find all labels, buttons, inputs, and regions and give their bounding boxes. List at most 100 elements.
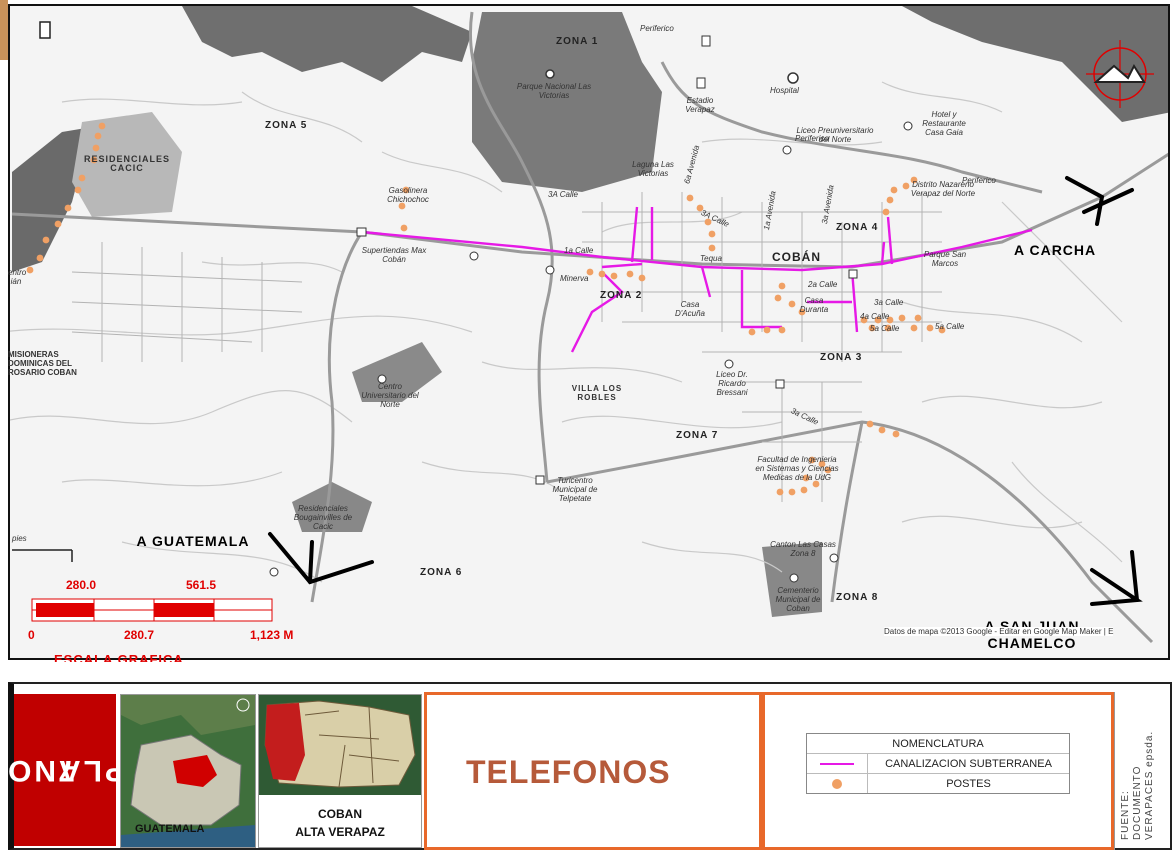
post-marker: [788, 300, 796, 308]
post-marker: [798, 308, 806, 316]
post-marker: [874, 316, 882, 324]
legend-label: POSTES: [946, 777, 991, 790]
city-label: COBÁN: [772, 250, 821, 264]
place-label: Hotel y Restaurante Casa Gaia: [922, 110, 966, 137]
post-marker: [42, 236, 50, 244]
post-marker: [26, 266, 34, 274]
post-marker: [94, 132, 102, 140]
post-marker: [802, 474, 810, 482]
scale-tick-label: 1,123 M: [250, 628, 294, 642]
place-label: MISIONERAS DOMINICAS DEL ROSARIO COBAN: [8, 350, 77, 377]
post-marker: [788, 488, 796, 496]
post-marker: [586, 268, 594, 276]
place-label: Gasolinera Chichochoc: [387, 186, 429, 204]
post-marker: [774, 294, 782, 302]
coban-label: COBAN: [318, 807, 362, 821]
street-label: 3A Calle: [548, 190, 578, 199]
north-arrow-icon: [1086, 40, 1154, 108]
plano-number: 7: [55, 754, 75, 787]
map-markers: [39, 21, 913, 583]
fuente-text: FUENTE: DOCUMENTO VERAPACES epsda.: [1120, 730, 1155, 840]
post-marker: [696, 204, 704, 212]
guatemala-thumb-label: GUATEMALA: [135, 823, 205, 835]
place-label: Periferico: [962, 176, 996, 185]
post-marker: [778, 282, 786, 290]
arrow-carcha-icon: [1065, 176, 1105, 226]
post-marker: [36, 254, 44, 262]
post-marker: [708, 244, 716, 252]
post-marker: [910, 324, 918, 332]
place-label: Minerva: [560, 274, 589, 283]
liceo-dr-marker-icon: [724, 359, 734, 369]
scale-tick-label: 280.0: [66, 578, 97, 592]
school-marker-icon: [775, 379, 785, 389]
fuente-cell: [1114, 692, 1169, 850]
map-attribution[interactable]: Datos de mapa ©2013 Google - Editar en G…: [884, 627, 1114, 636]
dark-area-hill: [352, 342, 442, 402]
zone-label: ZONA 2: [600, 290, 643, 301]
post-marker: [78, 174, 86, 182]
turicentro-marker-icon: [535, 475, 545, 485]
zone-label: ZONA 8: [836, 592, 879, 603]
zone-label: ZONA 5: [265, 120, 308, 131]
post-marker: [910, 176, 918, 184]
post-marker: [800, 486, 808, 494]
zona1-marker-icon: [701, 35, 711, 47]
map-control-icon[interactable]: [39, 21, 51, 39]
place-label: Tequa: [700, 254, 722, 263]
zone-label: ZONA 4: [836, 222, 879, 233]
place-label: Liceo Dr. Ricardo Bressani: [716, 370, 748, 397]
legend-cell: [762, 692, 1114, 850]
street-label: 4a Calle: [860, 312, 890, 321]
street-label: 5a Calle: [870, 324, 900, 333]
place-label: Hospital: [770, 86, 799, 95]
post-marker: [824, 466, 832, 474]
hospital-marker-icon: [787, 72, 799, 84]
street-label: 5a Calle: [935, 322, 965, 331]
canalizacion-subterranea: [361, 206, 1033, 353]
stadium-marker-icon: [696, 77, 706, 89]
post-marker: [902, 182, 910, 190]
centro-univ-marker-icon: [377, 374, 387, 384]
place-label: Centro Universitario del Norte: [361, 382, 419, 409]
post-marker: [914, 314, 922, 322]
zone-label: ZONA 1: [556, 36, 599, 47]
post-marker: [890, 186, 898, 194]
alta-verapaz-map-icon: [259, 695, 421, 795]
plano-badge: PLANO 7: [5, 694, 125, 846]
post-marker: [92, 144, 100, 152]
map-frame: [8, 4, 1170, 660]
scale-tick-label: 280.7: [124, 628, 155, 642]
coban-thumbnail: COBAN ALTA VERAPAZ: [258, 694, 422, 848]
liceo-marker-icon: [782, 145, 792, 155]
scale-tick-label: 561.5: [186, 578, 217, 592]
guatemala-thumbnail: GUATEMALA: [120, 694, 256, 848]
post-marker: [808, 456, 816, 464]
place-label: Periferico: [795, 134, 829, 143]
dark-area-park: [472, 12, 662, 192]
street-label: 2a Calle: [808, 280, 838, 289]
post-marker: [598, 270, 606, 278]
direction-label: A GUATEMALA: [136, 533, 250, 549]
canton-marker-icon: [829, 553, 839, 563]
alta-verapaz-label: ALTA VERAPAZ: [295, 825, 385, 839]
place-label: Parque San Marcos: [923, 250, 967, 268]
gas-marker-icon: [356, 227, 367, 237]
post-marker: [686, 194, 694, 202]
post-marker: [98, 122, 106, 130]
post-marker: [708, 230, 716, 238]
post-marker: [938, 326, 946, 334]
post-marker: [704, 218, 712, 226]
post-marker: [878, 426, 886, 434]
direction-label: A CARCHA: [1014, 242, 1097, 258]
place-label: Facultad de Ingenieria en Sistemas y Cie…: [755, 455, 839, 482]
zone-label: ZONA 6: [420, 567, 463, 578]
postes: [26, 122, 946, 496]
post-marker: [866, 420, 874, 428]
minerva-marker-icon: [545, 265, 555, 275]
park-marker-icon: [545, 69, 555, 79]
place-label: Casa Duranta: [799, 296, 829, 314]
dark-area-ne: [902, 6, 1168, 122]
legend-label: CANALIZACION SUBTERRANEA: [885, 757, 1052, 770]
hotel-marker-icon: [903, 121, 913, 131]
